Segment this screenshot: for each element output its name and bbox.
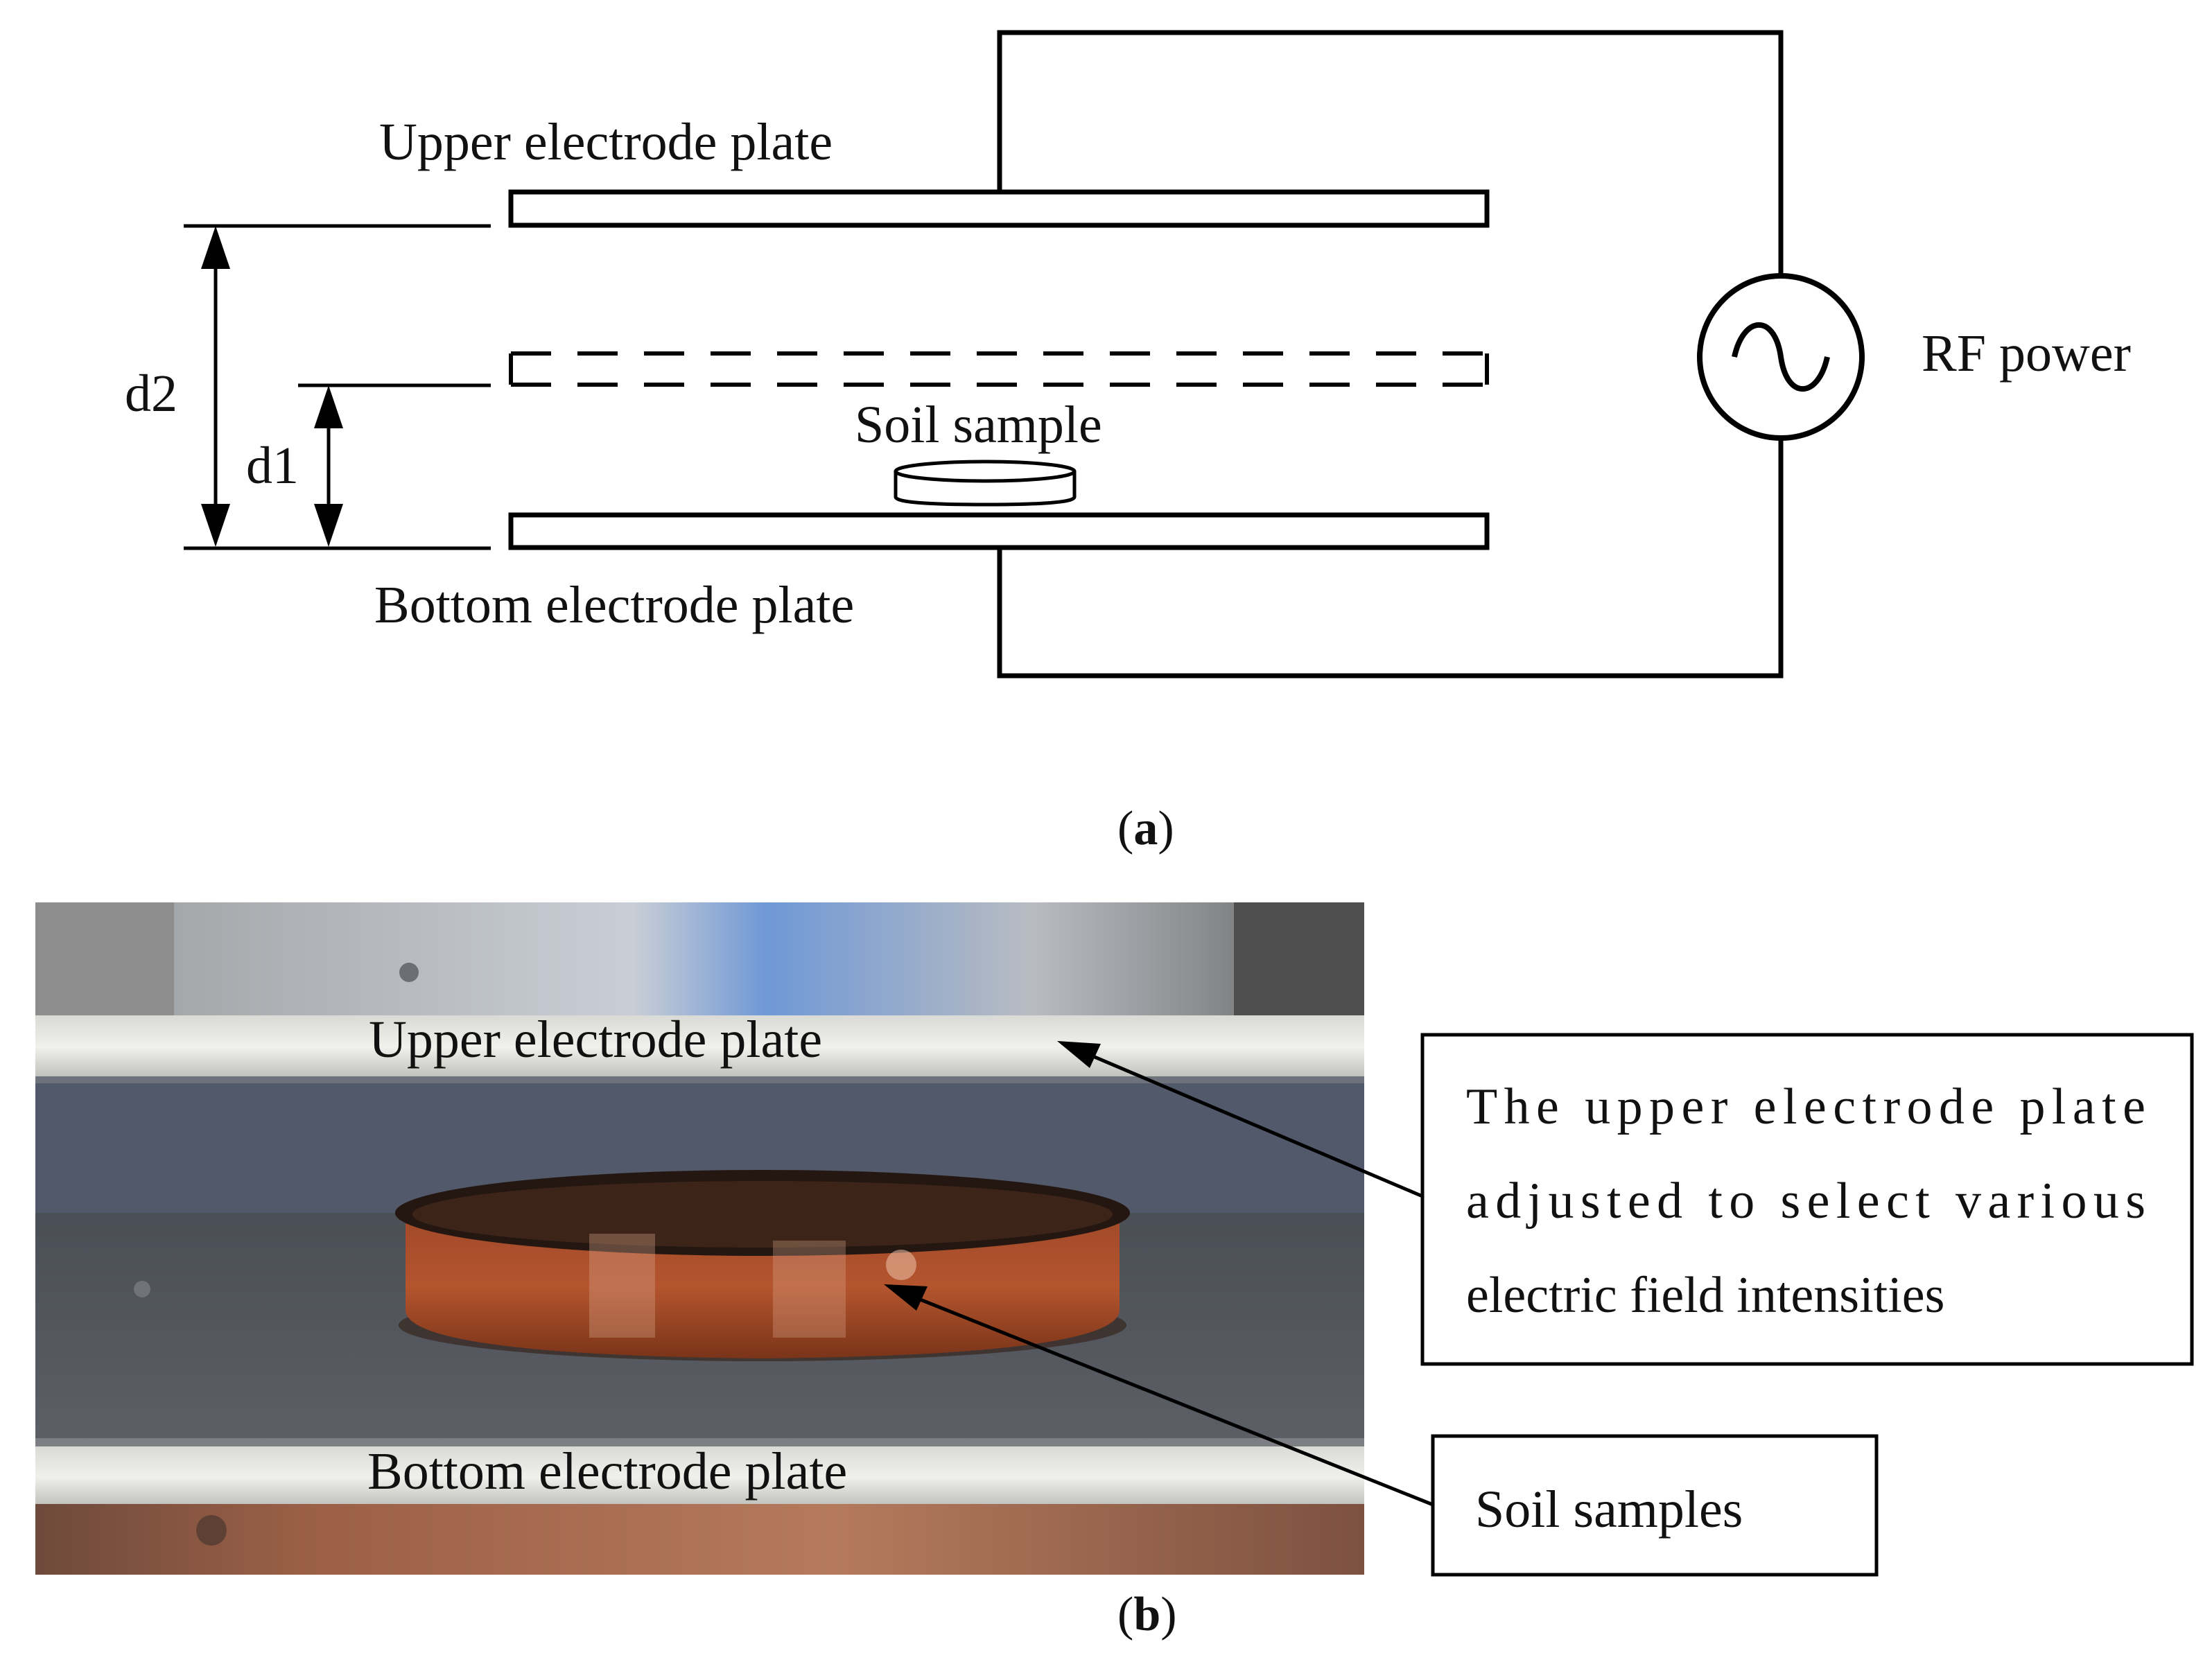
schematic-panel-a: Upper electrode plate Bottom electrode p… <box>125 30 2131 855</box>
photo-panel-b: Upper electrode plate Bottom electrode p… <box>35 902 2194 1641</box>
photo-upper-plate-label: Upper electrode plate <box>369 1011 822 1069</box>
leader-arrow-soil-samples <box>890 1286 1434 1507</box>
rf-power-label: RF power <box>1922 324 2131 383</box>
callout-box-soil-samples <box>1431 1434 1879 1577</box>
d2-label: d2 <box>125 365 177 423</box>
circuit-wire-bottom <box>997 438 1784 679</box>
d1-dimension-arrow <box>314 385 343 547</box>
soil-sample-disc <box>894 460 1077 507</box>
photo-bottom-plate-label: Bottom electrode plate <box>367 1442 847 1501</box>
soil-sample-label: Soil sample <box>855 396 1102 454</box>
rf-power-source-icon <box>1697 273 1865 441</box>
photo-bottom-plate <box>35 1446 1364 1507</box>
circuit-wire-top <box>997 30 1784 276</box>
leader-arrow-upper-plate <box>1061 1041 1423 1198</box>
caption-b: (b) <box>1117 1588 1177 1641</box>
photo-soil-sample-dish <box>395 1170 1130 1361</box>
photograph <box>35 902 1364 1575</box>
d2-dimension-arrow <box>201 226 230 547</box>
callout-upper-line-3: electric field intensities <box>1466 1267 1944 1324</box>
arrowhead-soil-samples-icon <box>884 1284 928 1311</box>
callout-soil-samples: Soil samples <box>1475 1480 1743 1539</box>
callout-upper-line-1: The upper electrode plate <box>1466 1078 2145 1135</box>
caption-a: (a) <box>1117 802 1174 855</box>
photo-upper-plate <box>35 1015 1364 1079</box>
bottom-electrode-label: Bottom electrode plate <box>374 576 854 634</box>
d1-label: d1 <box>246 437 299 495</box>
arrowhead-upper-plate-icon <box>1057 1041 1101 1068</box>
upper-electrode-label: Upper electrode plate <box>379 113 833 171</box>
adjustable-plate-position <box>509 351 1489 387</box>
upper-electrode-plate <box>508 189 1490 228</box>
bottom-electrode-plate <box>508 512 1490 550</box>
callout-box-upper-plate <box>1420 1033 2194 1366</box>
